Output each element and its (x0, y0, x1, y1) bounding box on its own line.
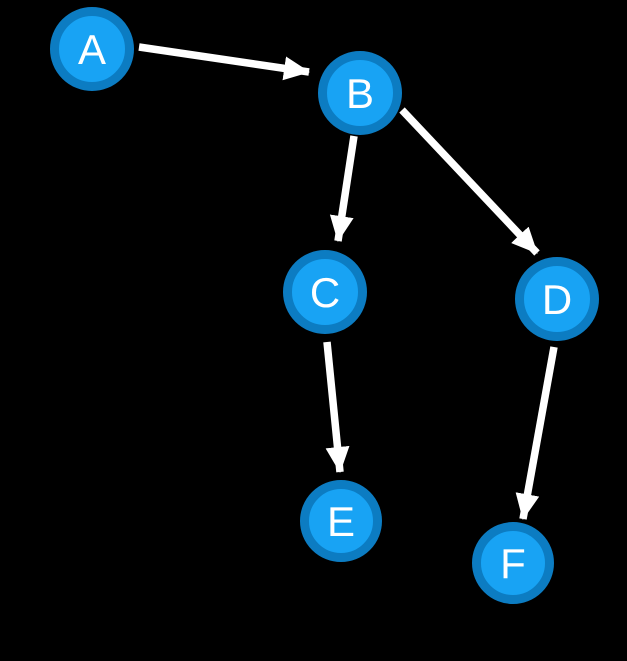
node-F[interactable]: F (472, 522, 554, 604)
node-C[interactable]: C (283, 250, 367, 334)
node-A[interactable]: A (50, 7, 134, 91)
node-E[interactable]: E (300, 480, 382, 562)
node-D[interactable]: D (515, 257, 599, 341)
node-label-A: A (78, 26, 106, 73)
node-label-C: C (310, 269, 340, 316)
edge-B-C (329, 135, 358, 242)
node-circle-C[interactable] (283, 250, 367, 334)
node-label-D: D (542, 276, 572, 323)
node-circle-F[interactable] (472, 522, 554, 604)
edge-D-F (515, 346, 558, 520)
edge-B-D (399, 107, 540, 256)
node-circle-B[interactable] (318, 51, 402, 135)
node-label-B: B (346, 70, 374, 117)
edge-A-B (138, 43, 310, 81)
node-B[interactable]: B (318, 51, 402, 135)
node-label-E: E (327, 498, 355, 545)
node-circle-D[interactable] (515, 257, 599, 341)
edge-C-E (323, 341, 350, 473)
node-circle-A[interactable] (50, 7, 134, 91)
node-circle-E[interactable] (300, 480, 382, 562)
node-label-F: F (500, 540, 526, 587)
